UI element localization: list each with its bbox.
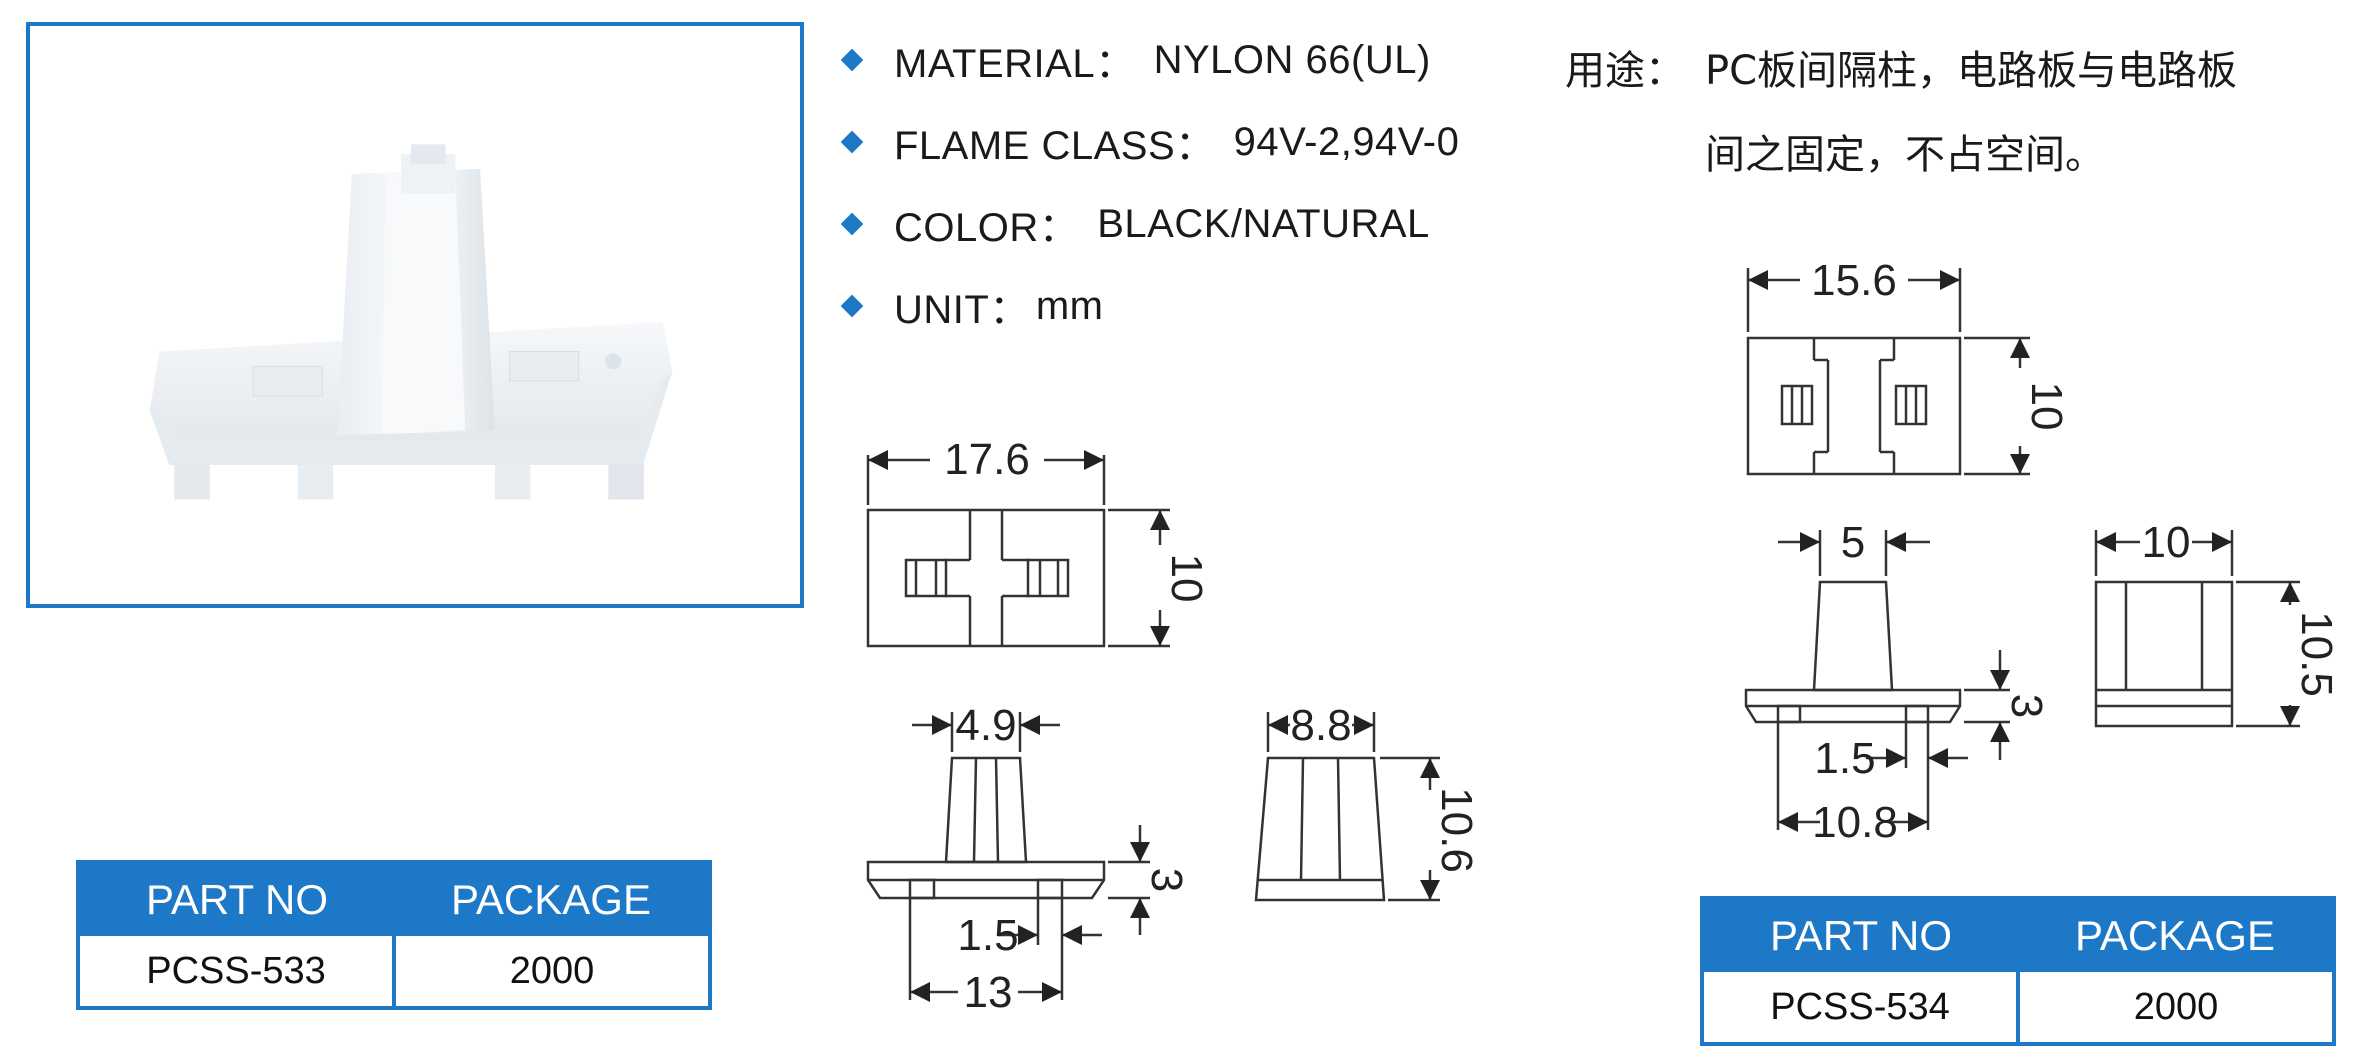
dim-right-top-height: 10 bbox=[2022, 382, 2071, 431]
table-row: PCSS-533 2000 bbox=[80, 936, 708, 1006]
table-header-row: PART NO PACKAGE bbox=[80, 864, 708, 936]
spec-value: NYLON 66(UL) bbox=[1153, 37, 1431, 82]
left-side-view bbox=[1254, 756, 1386, 902]
dim-right-front-top-width: 5 bbox=[1841, 518, 1865, 567]
cell-part-no: PCSS-533 bbox=[80, 936, 396, 1006]
left-top-view bbox=[866, 508, 1106, 648]
dim-right-side-height: 10.5 bbox=[2292, 611, 2341, 697]
header-part-no: PART NO bbox=[1769, 912, 1953, 959]
dim-left-base-height: 3 bbox=[1142, 868, 1191, 892]
header-package: PACKAGE bbox=[451, 876, 651, 923]
cell-part-no: PCSS-534 bbox=[1704, 972, 2020, 1042]
cell-package: 2000 bbox=[2133, 985, 2219, 1028]
header-package: PACKAGE bbox=[2075, 912, 2275, 959]
table-row: PCSS-534 2000 bbox=[1704, 972, 2332, 1042]
spec-label: FLAME CLASS： bbox=[894, 124, 1216, 168]
dim-left-side-width: 8.8 bbox=[1290, 701, 1351, 750]
spec-flame-class: FLAME CLASS： 94V-2,94V-0 bbox=[838, 112, 1459, 172]
diamond-bullet-icon bbox=[840, 130, 864, 154]
dim-left-front-top-width: 4.9 bbox=[955, 701, 1016, 750]
diamond-bullet-icon bbox=[840, 48, 864, 72]
header-part-no: PART NO bbox=[145, 876, 329, 923]
dim-right-top-width: 15.6 bbox=[1811, 256, 1897, 305]
spec-label: COLOR： bbox=[894, 206, 1080, 250]
cell-package: 2000 bbox=[509, 949, 595, 992]
usage-label: 用途： bbox=[1565, 48, 1685, 94]
right-side-view bbox=[2094, 580, 2234, 728]
spec-unit: UNIT： mm bbox=[838, 276, 1103, 336]
dim-right-slot-width: 1.5 bbox=[1814, 734, 1875, 783]
spec-value: 94V-2,94V-0 bbox=[1233, 119, 1460, 164]
usage-line-1: PC板间隔柱，电路板与电路板 bbox=[1705, 48, 2238, 94]
spec-material: MATERIAL： NYLON 66(UL) bbox=[838, 30, 1431, 90]
left-front-view bbox=[866, 756, 1106, 900]
product-photo bbox=[26, 22, 804, 608]
dim-left-top-width: 17.6 bbox=[944, 435, 1030, 484]
spacer-part-illustration bbox=[149, 144, 673, 500]
dim-right-side-width: 10 bbox=[2142, 518, 2191, 567]
table-header-row: PART NO PACKAGE bbox=[1704, 900, 2332, 972]
dim-left-top-height: 10 bbox=[1162, 554, 1211, 603]
usage-line-2: 间之固定，不占空间。 bbox=[1705, 132, 2105, 178]
part-table-pcss-534: PART NO PACKAGE PCSS-534 2000 bbox=[1700, 896, 2336, 1046]
spec-value: BLACK/NATURAL bbox=[1097, 201, 1430, 246]
spec-value: mm bbox=[1035, 283, 1104, 328]
dim-left-slot-width: 1.5 bbox=[957, 911, 1018, 960]
diamond-bullet-icon bbox=[840, 212, 864, 236]
right-front-view bbox=[1744, 580, 1962, 724]
diamond-bullet-icon bbox=[840, 294, 864, 318]
spec-color: COLOR： BLACK/NATURAL bbox=[838, 194, 1430, 254]
dim-left-total-width: 13 bbox=[964, 968, 1013, 1017]
spec-label: MATERIAL： bbox=[894, 42, 1136, 86]
part-table-pcss-533: PART NO PACKAGE PCSS-533 2000 bbox=[76, 860, 712, 1010]
dim-right-base-height: 3 bbox=[2002, 694, 2051, 718]
right-top-view bbox=[1746, 336, 1962, 476]
dim-right-total-width: 10.8 bbox=[1812, 798, 1898, 847]
spec-label: UNIT： bbox=[894, 288, 1030, 332]
dim-left-side-height: 10.6 bbox=[1432, 787, 1481, 873]
